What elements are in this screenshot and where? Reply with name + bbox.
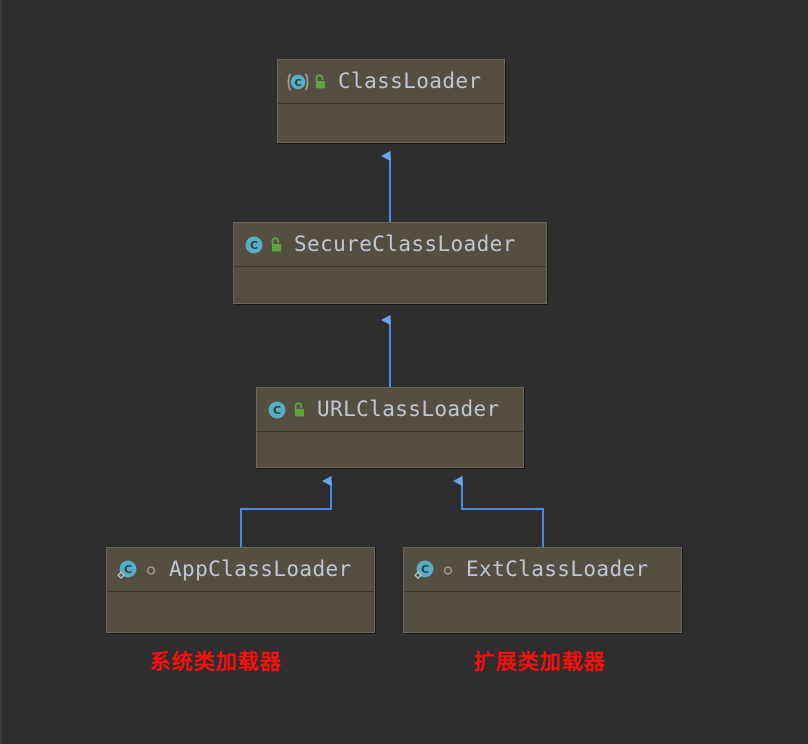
- class-node-members-compartment: [257, 432, 523, 511]
- static-nested-class-icon: C: [413, 559, 435, 581]
- class-icon: C: [266, 399, 288, 421]
- class-node-class-loader[interactable]: C ClassLoader: [277, 59, 505, 143]
- svg-text:C: C: [250, 239, 258, 252]
- unlocked-padlock-icon: [312, 73, 328, 91]
- abstract-class-icon: C: [287, 71, 309, 93]
- svg-text:C: C: [124, 563, 132, 576]
- class-name-label: AppClassLoader: [169, 557, 352, 581]
- class-node-ext-class-loader[interactable]: C ExtClassLoader: [403, 547, 682, 633]
- class-node-url-class-loader[interactable]: C URLClassLoader: [256, 387, 524, 468]
- class-name-label: ExtClassLoader: [466, 557, 649, 581]
- unlocked-padlock-icon: [291, 401, 307, 419]
- class-node-header: C ExtClassLoader: [404, 548, 681, 592]
- class-node-header: C SecureClassLoader: [234, 223, 546, 267]
- package-private-circle-icon: [143, 562, 159, 578]
- class-node-header: C ClassLoader: [278, 60, 504, 104]
- annotation-ext-class-loader: 扩展类加载器: [474, 650, 606, 674]
- annotation-app-class-loader: 系统类加载器: [150, 650, 282, 674]
- class-name-label: ClassLoader: [338, 69, 482, 93]
- class-node-app-class-loader[interactable]: C AppClassLoader: [106, 547, 375, 633]
- class-icon: C: [243, 234, 265, 256]
- svg-text:C: C: [273, 404, 281, 417]
- class-name-label: URLClassLoader: [317, 397, 500, 421]
- unlocked-padlock-icon: [268, 236, 284, 254]
- class-node-secure-class-loader[interactable]: C SecureClassLoader: [233, 222, 547, 304]
- class-node-members-compartment: [278, 104, 504, 186]
- class-name-label: SecureClassLoader: [294, 232, 516, 256]
- static-nested-class-icon: C: [116, 559, 138, 581]
- class-node-members-compartment: [234, 267, 546, 347]
- svg-text:C: C: [294, 77, 301, 88]
- package-private-circle-icon: [440, 562, 456, 578]
- class-node-header: C URLClassLoader: [257, 388, 523, 432]
- class-node-header: C AppClassLoader: [107, 548, 374, 592]
- svg-text:C: C: [421, 563, 429, 576]
